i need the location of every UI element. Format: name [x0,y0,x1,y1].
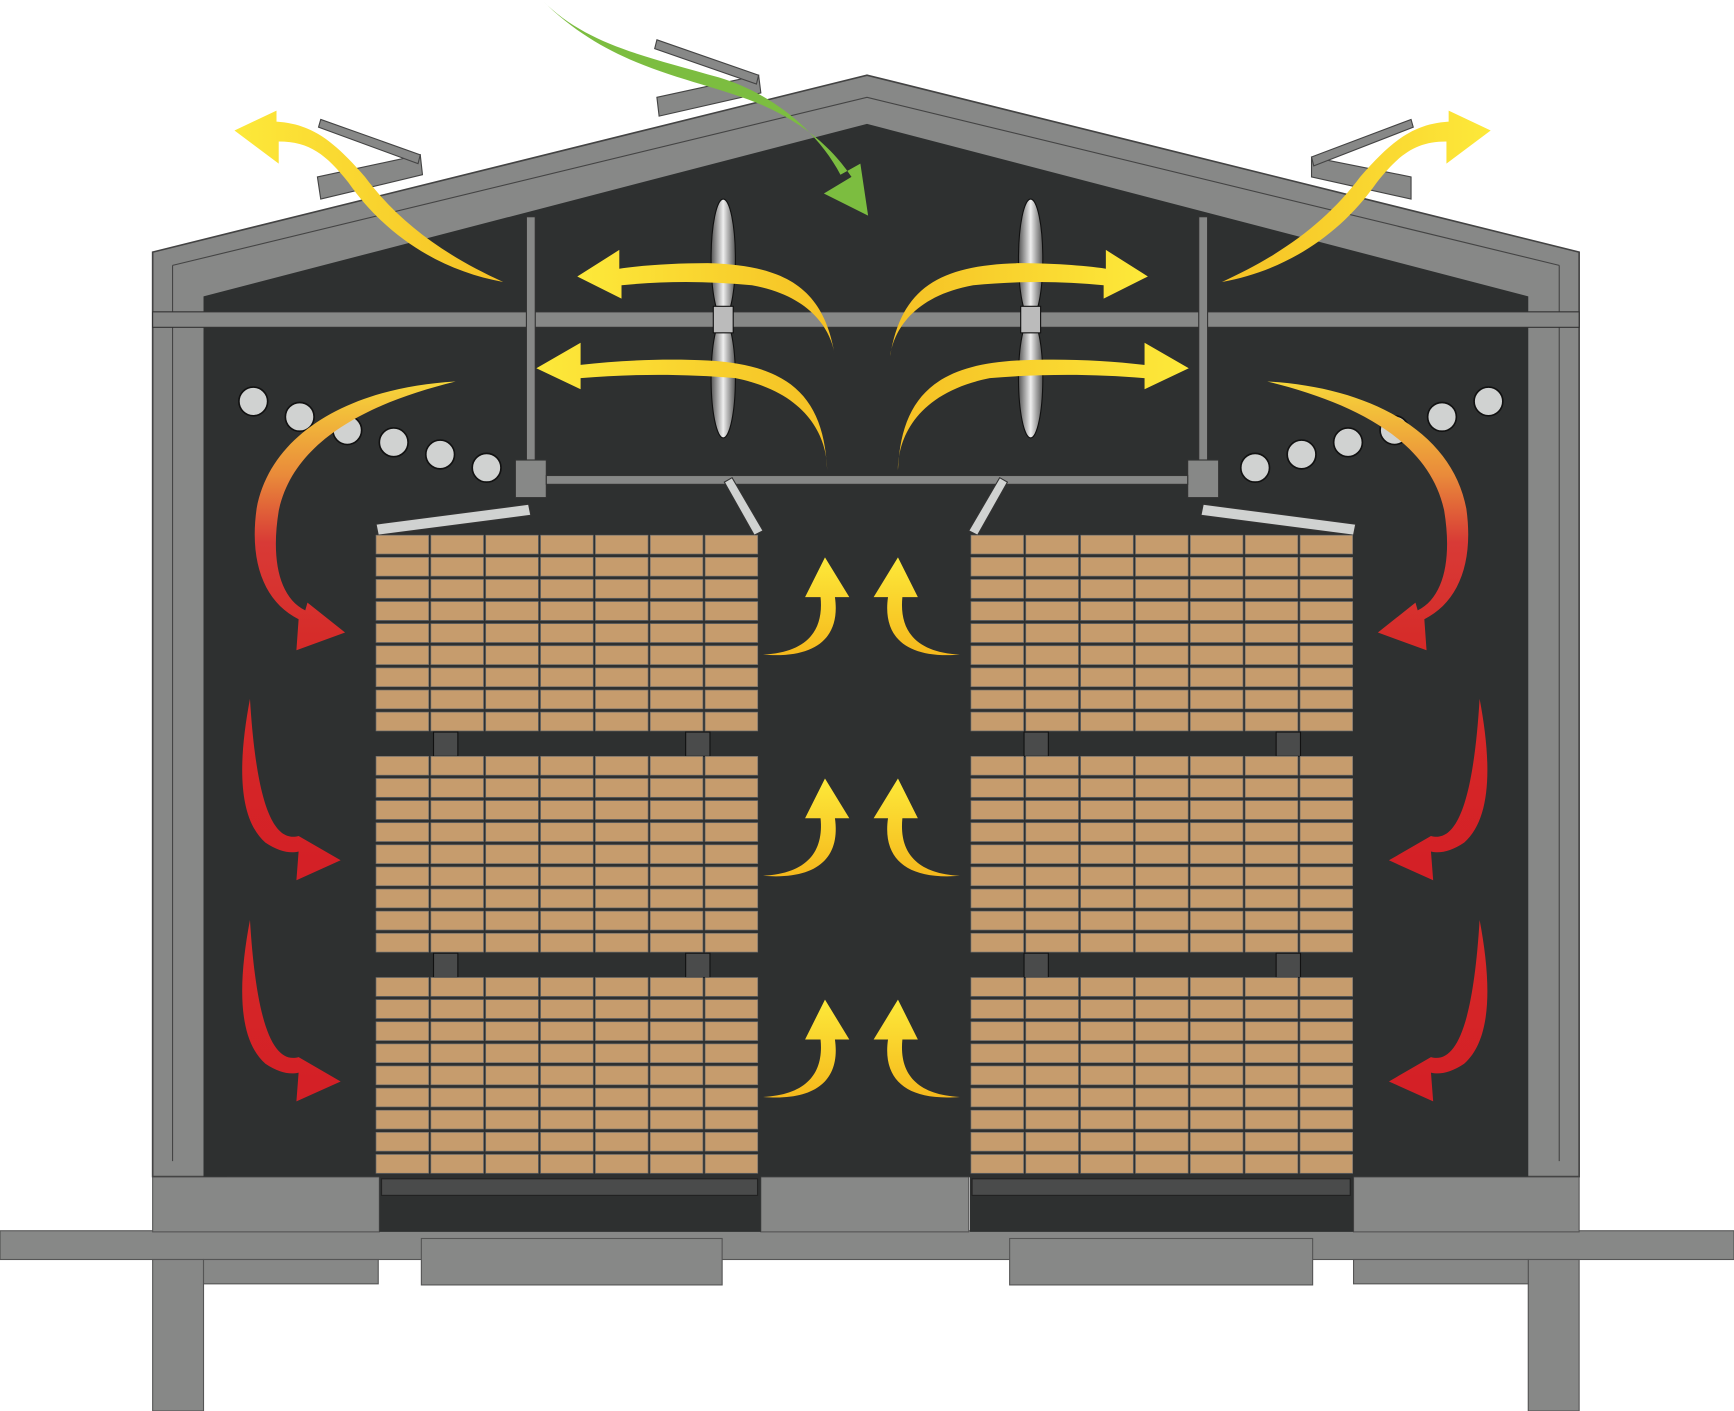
sticker-spacer [685,952,711,979]
airflow-stack-return-upflow [763,557,960,1098]
building-shell [151,74,1580,1232]
fan-left [710,198,736,439]
sticker-spacer [1023,731,1049,757]
sticker-spacer [1023,952,1049,979]
upflow-arrow-left [763,557,850,656]
upflow-arrow-left [763,999,850,1098]
lumber-stack [375,534,759,757]
sticker-spacer [1275,731,1302,757]
lumber-stack [970,756,1353,979]
lumber-stack [970,534,1353,757]
sticker-spacer [432,952,459,979]
lumber-stack [970,977,1353,1174]
fan-right [1017,198,1044,439]
lumber-stack [375,756,759,979]
roof-vent-left [316,118,424,200]
airflow-heated-downflow [242,381,1488,1102]
sticker-spacer [1275,952,1302,979]
upflow-arrow-right [873,999,960,1098]
upflow-arrow-right [873,778,960,877]
foundation [0,1176,1734,1411]
heating-pipes-left [238,386,502,483]
fan-deck [152,216,1580,536]
roof-vents [316,39,1414,200]
lumber-stacks [375,534,1353,1174]
lumber-stack [375,977,759,1174]
sticker-spacer [432,731,459,757]
airflow-fan-circulation [536,249,1189,470]
airflow-exhaust-right [1221,110,1491,282]
sticker-spacer [685,731,711,757]
upflow-arrow-left [763,778,850,877]
airflow-exhaust-left [234,110,504,282]
airflow-fresh-air-intake [541,0,869,216]
upflow-arrow-right [873,557,960,656]
